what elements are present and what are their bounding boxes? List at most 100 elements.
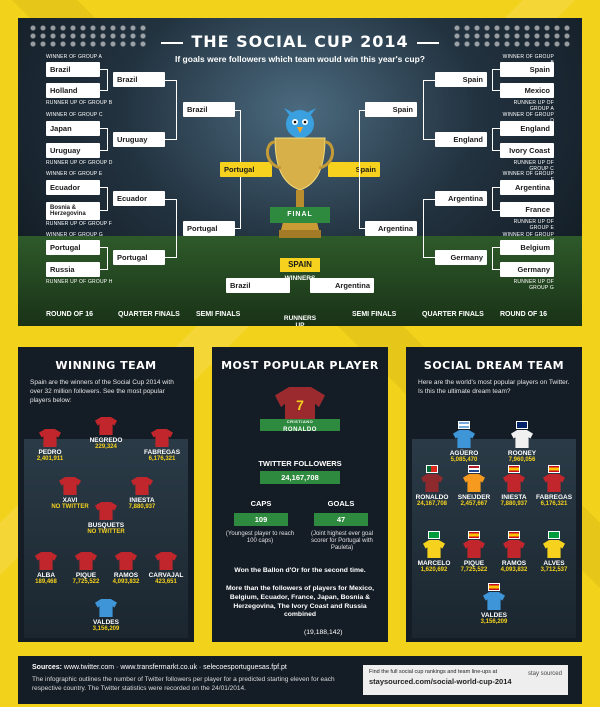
player-followers: 24,167,708 (416, 501, 448, 508)
shirt-icon (463, 474, 485, 492)
panel-title: MOST POPULAR PLAYER (221, 359, 379, 372)
netherlands-flag-icon (468, 465, 480, 473)
shirt-icon (543, 540, 565, 558)
shirt-icon (463, 540, 485, 558)
argentina-flag-icon (458, 421, 470, 429)
spain-flag-icon (468, 531, 480, 539)
finalist-right: Spain (328, 162, 380, 177)
round-label: ROUND OF 16 (500, 311, 548, 318)
runners-up-label: RUNNERS UP (283, 315, 317, 326)
group-label: RUNNER UP OF GROUP A (513, 100, 554, 112)
player-followers: 189,468 (35, 579, 57, 586)
team-box: Uruguay (46, 143, 100, 158)
team-box: Holland (46, 83, 100, 98)
player-name: VALDES (481, 612, 507, 619)
cta-text: Find the full social cup rankings and te… (369, 669, 498, 675)
player-name: VALDES (93, 619, 119, 626)
panel-description: Spain are the winners of the Social Cup … (30, 379, 174, 404)
player-followers: 7,960,056 (508, 457, 536, 464)
player-name: RONALDO (415, 494, 449, 501)
player-followers: 3,156,209 (480, 619, 508, 626)
shirt-icon (453, 430, 475, 448)
bracket-line (423, 80, 435, 140)
team-box: Brazil (183, 102, 235, 117)
shirt-icon (421, 474, 443, 492)
shirt-icon (131, 477, 153, 495)
shirt-icon (35, 552, 57, 570)
sources: Sources: www.twitter.com · www.transferm… (32, 664, 287, 671)
shirt-icon (423, 540, 445, 558)
group-label: RUNNER UP OF GROUP G (513, 279, 554, 291)
team-box: Germany (435, 250, 487, 265)
player-followers: 423,651 (155, 579, 177, 586)
player-followers: 6,176,321 (540, 501, 568, 508)
winner-label: WINNERS (284, 275, 316, 282)
round-label: QUARTER FINALS (422, 311, 484, 318)
group-label: RUNNER UP OF GROUP F (46, 221, 113, 227)
player-name: FABREGAS (535, 494, 573, 501)
ballon-dor-text: Won the Ballon d'Or for the second time. (234, 567, 366, 574)
group-label: RUNNER UP OF GROUP C (513, 160, 554, 172)
bracket-line (100, 128, 108, 151)
group-label: WINNER OF GROUP A (46, 54, 103, 60)
shirt-icon (115, 552, 137, 570)
group-label: RUNNER UP OF GROUP B (46, 100, 113, 106)
team-box: Ecuador (46, 180, 100, 195)
player-name: FABREGAS (143, 449, 181, 456)
brazil-flag-icon (428, 531, 440, 539)
player-name: PIQUE (463, 560, 485, 567)
dream-team-panel: SOCIAL DREAM TEAM Here are the world's m… (406, 347, 582, 642)
player-name: BUSQUETS (87, 522, 125, 529)
player-name: ALBA (36, 572, 56, 579)
cta-link[interactable]: staysourced.com/social-world-cup-2014 (369, 677, 512, 686)
player-name: ALVES (543, 560, 565, 567)
page-subtitle: If goals were followers which team would… (175, 54, 425, 64)
sources-links[interactable]: www.twitter.com · www.transfermarkt.co.u… (63, 664, 287, 671)
player-followers: 7,880,937 (128, 504, 156, 511)
stay-sourced-logo: stay sourced (527, 671, 562, 677)
panel-title: WINNING TEAM (55, 359, 157, 372)
brazil-flag-icon (548, 531, 560, 539)
team-box: Russia (46, 262, 100, 277)
team-box: England (435, 132, 487, 147)
footer: Sources: www.twitter.com · www.transferm… (18, 656, 582, 704)
round-label: SEMI FINALS (196, 311, 241, 318)
followers-label: TWITTER FOLLOWERS (258, 459, 342, 468)
player-followers: 6,176,321 (148, 456, 176, 463)
team-box: Ecuador (113, 191, 165, 206)
spain-flag-icon (508, 531, 520, 539)
player-name: PIQUE (75, 572, 97, 579)
bracket-line (492, 128, 500, 151)
player-followers: 5,085,470 (450, 457, 478, 464)
bracket-line (492, 247, 500, 270)
team-box: Portugal (183, 221, 235, 236)
shirt-icon (95, 599, 117, 617)
panel-title: SOCIAL DREAM TEAM (423, 359, 565, 372)
spain-flag-icon (548, 465, 560, 473)
player-followers: 3,156,209 (92, 626, 120, 633)
player-followers: 3,712,537 (540, 567, 568, 574)
team-box: Portugal (113, 250, 165, 265)
bracket-line (165, 80, 177, 140)
page-title: THE SOCIAL CUP 2014 (18, 32, 582, 51)
shirt-icon (95, 417, 117, 435)
shirt-icon (39, 429, 61, 447)
group-label: RUNNER UP OF GROUP E (513, 219, 554, 231)
bracket-line (423, 199, 435, 258)
group-label: WINNER OF GROUP E (46, 171, 103, 177)
round-label: QUARTER FINALS (118, 311, 180, 318)
uk-flag-icon (516, 421, 528, 429)
team-box: Germany (500, 262, 554, 277)
